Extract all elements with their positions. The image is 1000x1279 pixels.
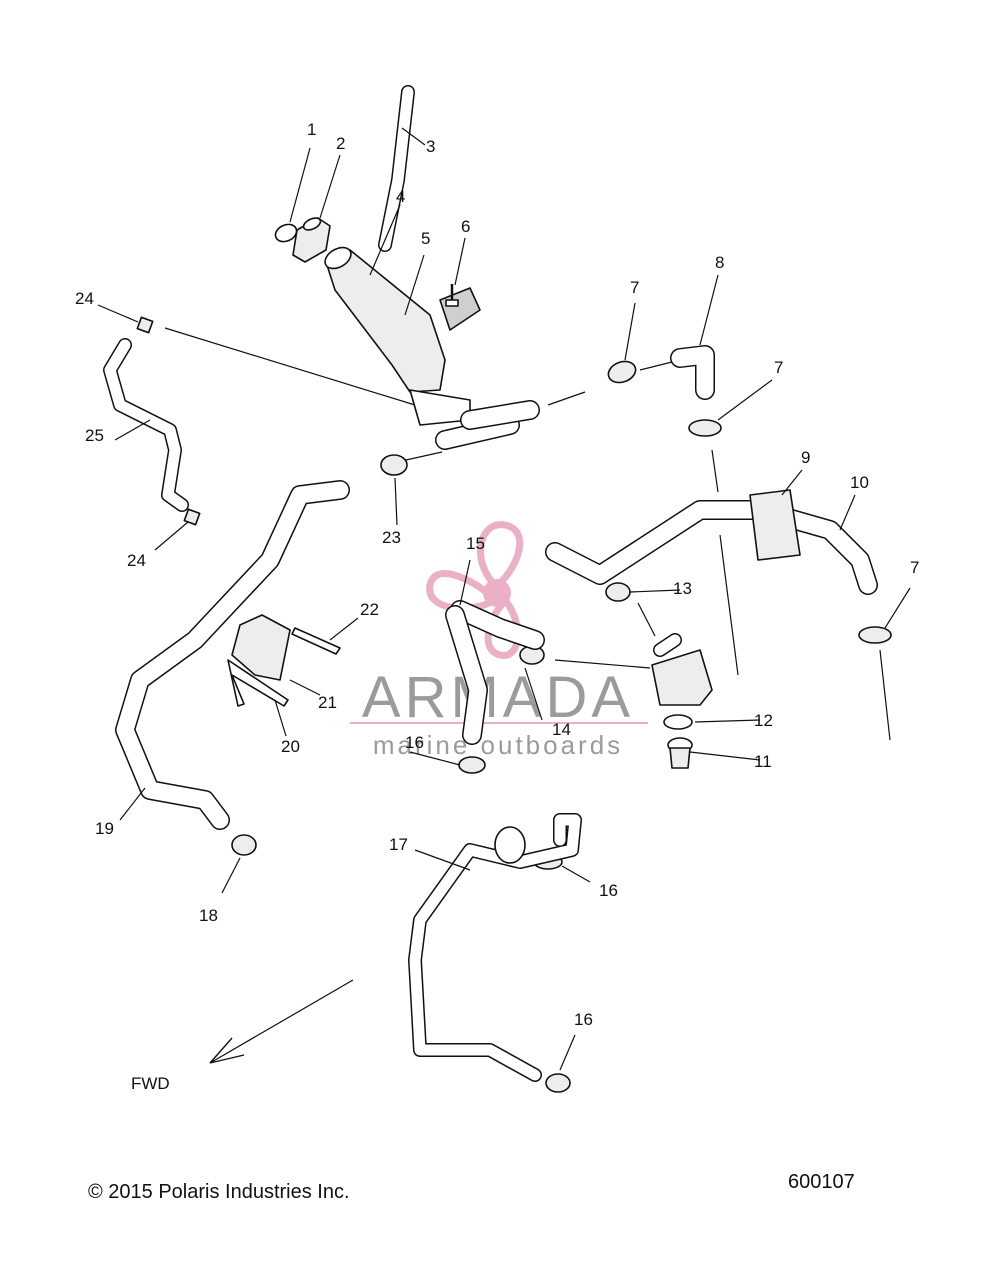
part-18-clamp	[231, 834, 257, 856]
part-1-o-ring	[274, 223, 298, 243]
callout-24: 24	[75, 289, 94, 308]
part-7-clamp	[688, 419, 722, 437]
callout-10: 10	[850, 473, 869, 492]
watermark-tagline: marine outboards	[373, 730, 623, 760]
part-24-clamp	[136, 316, 154, 334]
callout-23: 23	[382, 528, 401, 547]
callout-19: 19	[95, 819, 114, 838]
part-17-hose	[408, 813, 582, 1082]
part-21-bracket	[231, 614, 291, 681]
part-8-elbow	[670, 345, 715, 400]
watermark-logo: ARMADA marine outboards	[350, 521, 648, 760]
callout-25: 25	[85, 426, 104, 445]
callout-7: 7	[630, 278, 639, 297]
callout-15: 15	[466, 534, 485, 553]
part-23-clamp	[380, 454, 408, 476]
part-19-hose	[115, 480, 350, 830]
part-12-gasket	[663, 714, 693, 730]
watermark-name: ARMADA	[362, 665, 634, 730]
callout-16: 16	[405, 733, 424, 752]
copyright-notice: © 2015 Polaris Industries Inc.	[88, 1181, 350, 1203]
leader-lines	[97, 127, 911, 1071]
part-7-clamp	[607, 360, 637, 384]
callout-16: 16	[574, 1010, 593, 1029]
callout-7: 7	[774, 358, 783, 377]
part-16-clamp	[545, 1073, 571, 1093]
callout-20: 20	[281, 737, 300, 756]
callout-2: 2	[336, 134, 345, 153]
callout-18: 18	[199, 906, 218, 925]
callout-4: 4	[396, 187, 405, 206]
callout-6: 6	[461, 217, 470, 236]
callout-1: 1	[307, 120, 316, 139]
forward-direction-arrow: FWD	[131, 979, 354, 1093]
callout-14: 14	[552, 720, 571, 739]
part-2-radiator-cap	[292, 217, 331, 263]
part-3-vent-tube	[378, 85, 415, 252]
callout-12: 12	[754, 711, 773, 730]
part-13-clamp	[605, 582, 631, 602]
callout-labels: 1 2 3 4 5 6 7 8 7 9 10 7 13 15 22 21 20 …	[75, 120, 919, 1029]
part-15-hose	[445, 600, 545, 745]
part-5-filler-neck	[324, 246, 481, 426]
callout-9: 9	[801, 448, 810, 467]
thermostat-housing	[651, 633, 713, 706]
callout-11: 11	[754, 752, 772, 771]
callout-13: 13	[673, 579, 692, 598]
part-22-tie	[291, 627, 341, 655]
callout-5: 5	[421, 229, 430, 248]
part-6-screw	[445, 284, 459, 307]
drawing-number: 600107	[788, 1171, 855, 1193]
callout-8: 8	[715, 253, 724, 272]
callout-7: 7	[910, 558, 919, 577]
part-11-thermostat	[667, 737, 693, 769]
callout-21: 21	[318, 693, 337, 712]
part-7-clamp	[858, 626, 892, 644]
part-24-clamp	[183, 508, 201, 526]
callout-22: 22	[360, 600, 379, 619]
part-16-clamp	[458, 756, 486, 774]
callout-24: 24	[127, 551, 146, 570]
part-25-hose	[103, 338, 189, 512]
callout-16: 16	[599, 881, 618, 900]
callout-17: 17	[389, 835, 408, 854]
fwd-label: FWD	[131, 1074, 170, 1093]
callout-3: 3	[426, 137, 435, 156]
tee-pipe	[435, 400, 540, 450]
part-20-strap	[227, 659, 289, 707]
part-9-hose	[545, 489, 878, 595]
